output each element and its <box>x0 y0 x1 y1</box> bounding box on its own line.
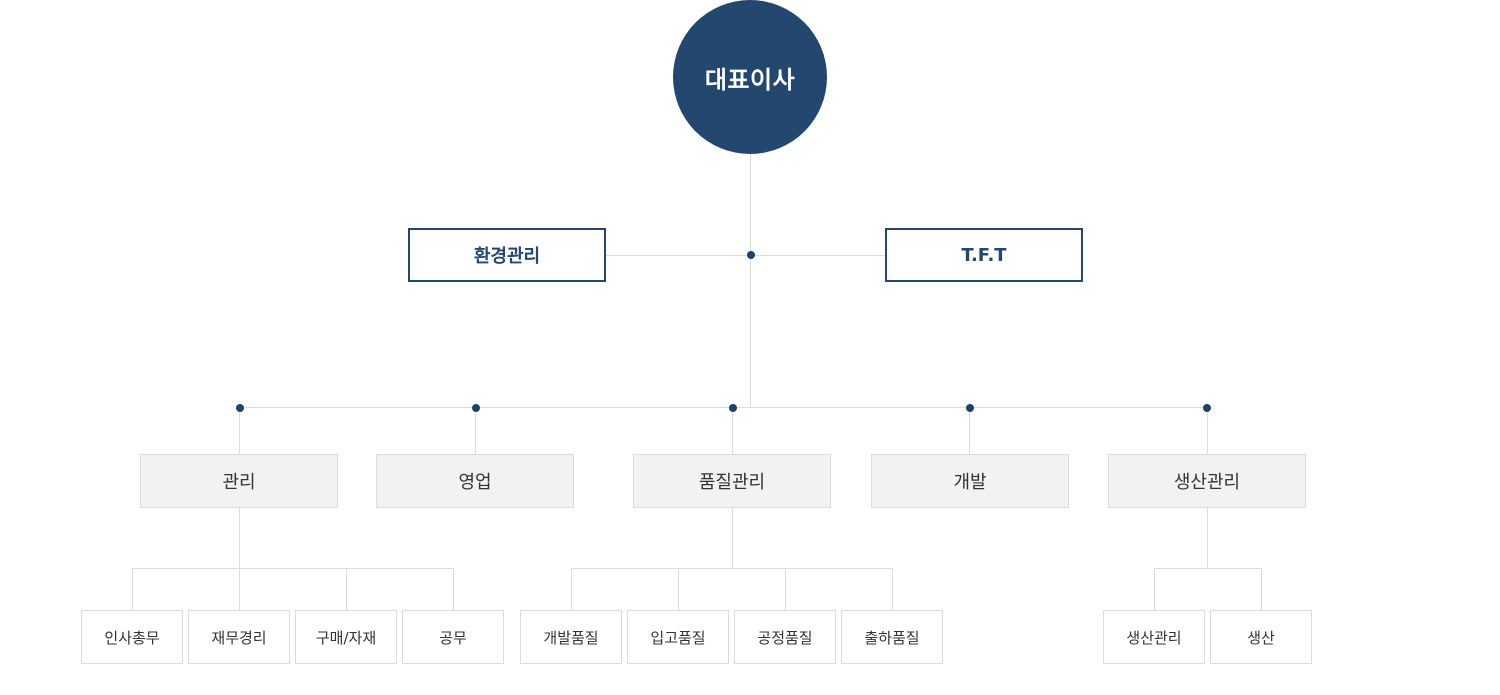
connector-admin-team-3 <box>346 568 347 610</box>
team-node-admin-3: 구매/자재 <box>295 610 397 664</box>
connector-dept-drop-1 <box>239 407 240 454</box>
dept-node-admin: 관리 <box>140 454 338 508</box>
junction-dot-dept-4 <box>966 404 974 412</box>
dept-node-quality: 품질관리 <box>633 454 831 508</box>
connector-admin-team-1 <box>132 568 133 610</box>
ceo-node: 대표이사 <box>673 0 827 154</box>
connector-dept-drop-4 <box>969 407 970 454</box>
connector-production-down <box>1207 507 1208 569</box>
connector-quality-team-4 <box>892 568 893 610</box>
junction-dot-dept-2 <box>472 404 480 412</box>
junction-dot-staff <box>747 251 755 259</box>
connector-staff-horizontal <box>606 255 886 256</box>
connector-admin-team-2 <box>239 568 240 610</box>
team-node-production-2: 생산 <box>1210 610 1312 664</box>
team-node-admin-1: 인사총무 <box>81 610 183 664</box>
connector-quality-team-1 <box>571 568 572 610</box>
team-node-quality-3: 공정품질 <box>734 610 836 664</box>
team-node-quality-1: 개발품질 <box>520 610 622 664</box>
connector-production-team-2 <box>1261 568 1262 610</box>
connector-admin-horizontal <box>132 568 454 569</box>
dept-node-development: 개발 <box>871 454 1069 508</box>
connector-admin-down <box>239 507 240 569</box>
staff-node-tft: T.F.T <box>885 228 1083 282</box>
connector-production-team-1 <box>1154 568 1155 610</box>
team-node-quality-2: 입고품질 <box>627 610 729 664</box>
connector-quality-down <box>732 507 733 569</box>
team-node-admin-4: 공무 <box>402 610 504 664</box>
dept-node-sales: 영업 <box>376 454 574 508</box>
connector-quality-horizontal <box>571 568 893 569</box>
connector-dept-drop-2 <box>475 407 476 454</box>
connector-quality-team-2 <box>678 568 679 610</box>
connector-dept-drop-3 <box>732 407 733 454</box>
connector-quality-team-3 <box>785 568 786 610</box>
connector-dept-horizontal <box>239 407 1207 408</box>
dept-node-production: 생산관리 <box>1108 454 1306 508</box>
junction-dot-dept-3 <box>729 404 737 412</box>
junction-dot-dept-1 <box>236 404 244 412</box>
connector-production-horizontal <box>1154 568 1262 569</box>
junction-dot-dept-5 <box>1203 404 1211 412</box>
connector-admin-team-4 <box>453 568 454 610</box>
staff-node-environment: 환경관리 <box>408 228 606 282</box>
team-node-production-1: 생산관리 <box>1103 610 1205 664</box>
team-node-admin-2: 재무경리 <box>188 610 290 664</box>
team-node-quality-4: 출하품질 <box>841 610 943 664</box>
connector-ceo-trunk <box>750 154 751 408</box>
connector-dept-drop-5 <box>1207 407 1208 454</box>
